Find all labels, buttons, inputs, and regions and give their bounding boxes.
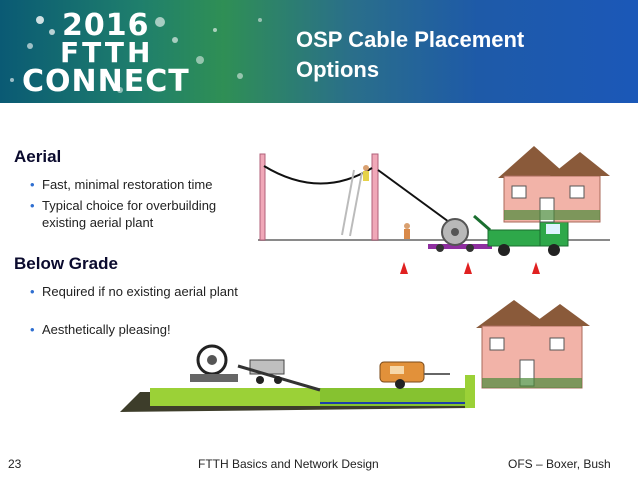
ground-worker-icon: [404, 223, 410, 229]
bullet-dot-icon: •: [30, 198, 35, 213]
bullet-dot-icon: •: [30, 284, 35, 299]
bullet-dot-icon: •: [30, 177, 35, 192]
logo-connect: CONNECT: [22, 64, 190, 99]
directional-drill-icon: [190, 344, 321, 392]
slide-title-line1: OSP Cable Placement: [296, 27, 525, 52]
bullet-below-1: • Required if no existing aerial plant: [30, 284, 238, 299]
slide-title-line2: Options: [296, 57, 380, 82]
aerial-cable: [263, 165, 373, 185]
footer-center-text: FTTH Basics and Network Design: [198, 457, 379, 471]
traffic-cone-icon: [400, 262, 408, 274]
house-icon: [498, 146, 610, 223]
cable-feed: [377, 169, 461, 231]
section-heading-aerial: Aerial: [14, 147, 62, 166]
bullet-aerial-1: • Fast, minimal restoration time: [30, 177, 213, 192]
page-number: 23: [8, 457, 22, 471]
generator-trailer-icon: [379, 361, 450, 389]
bullet-dot-icon: •: [30, 322, 35, 337]
traffic-cone-icon: [532, 262, 540, 274]
house-icon: [476, 300, 590, 389]
utility-pole-icon: [371, 153, 379, 241]
logo-ftth: FTTH: [60, 36, 154, 69]
banner-decoration: [10, 16, 262, 93]
footer-right-text: OFS – Boxer, Bush: [508, 457, 611, 471]
bullet-below-2: • Aesthetically pleasing!: [30, 322, 171, 337]
section-heading-below-grade: Below Grade: [14, 254, 118, 273]
reel-trailer-icon: [428, 244, 492, 249]
traffic-cone-icon: [464, 262, 472, 274]
header-banner: 2016 FTTH CONNECT OSP Cable Placement Op…: [0, 0, 638, 103]
bullet-aerial-2: • Typical choice for overbuilding existi…: [30, 198, 217, 230]
slide-title: OSP Cable Placement Options: [296, 25, 524, 85]
utility-pole-icon: [259, 153, 266, 241]
below-grade-illustration: [120, 300, 590, 412]
aerial-placement-illustration: [258, 146, 610, 274]
logo-year: 2016: [62, 8, 150, 43]
lineman-icon: [363, 165, 369, 171]
